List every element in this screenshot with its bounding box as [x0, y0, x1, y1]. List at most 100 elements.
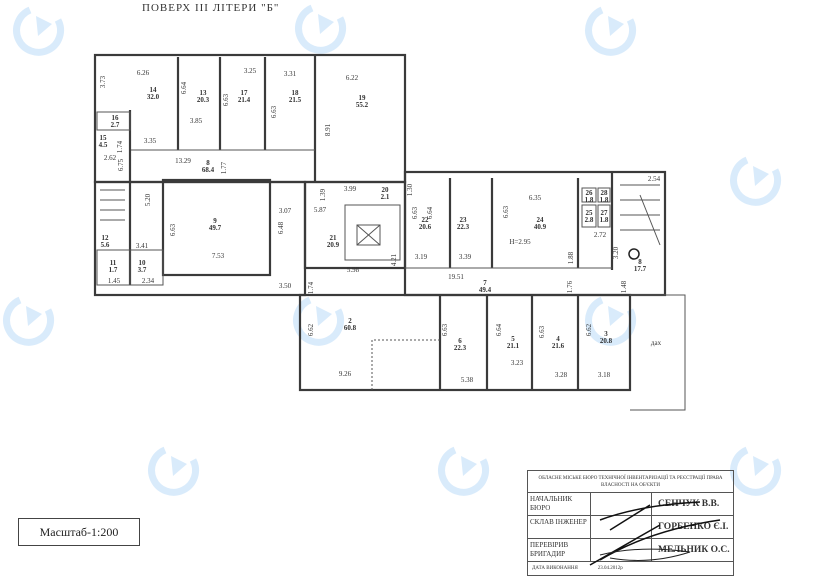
room-area: 1.7 — [109, 266, 118, 274]
room-area: 4.5 — [99, 141, 108, 149]
watermark-arrow-icon — [461, 456, 477, 476]
room-area: 2.7 — [111, 121, 120, 129]
room-number: 18 — [292, 89, 300, 97]
room-number: 8 — [206, 159, 210, 167]
dimension-label: 1.74 — [307, 281, 315, 294]
dimension-label: 5.87 — [314, 206, 327, 214]
dimension-label: 3.19 — [415, 253, 428, 261]
stamp-row: СКЛАВ ІНЖЕНЕР ГОРБЕНКО Є.І. — [528, 516, 733, 539]
dimension-label: 9.26 — [339, 370, 352, 378]
watermark-logo-icon — [585, 6, 637, 56]
watermark-logo-icon — [3, 296, 55, 346]
room-area: 21.6 — [552, 342, 565, 350]
room-area: 21.1 — [507, 342, 520, 350]
watermark-logo-icon — [295, 4, 347, 54]
dimension-label: 6.35 — [529, 194, 542, 202]
dimension-label: 3.85 — [190, 117, 203, 125]
room-number: 9 — [213, 217, 217, 225]
dimension-label: 3.18 — [598, 371, 611, 379]
room-area: 68.4 — [202, 166, 215, 174]
signature — [591, 493, 652, 515]
dimension-label: 2.72 — [594, 231, 607, 239]
room-number: 26 — [586, 189, 594, 197]
walls — [93, 53, 686, 411]
room-area: 22.3 — [457, 223, 470, 231]
room-number: 11 — [110, 259, 117, 267]
signature — [591, 516, 652, 538]
dimension-label: 4.21 — [390, 253, 398, 266]
dimension-label: 8.91 — [324, 123, 332, 136]
dimension-label: 5.20 — [144, 193, 152, 206]
dimension-label: 6.64 — [495, 323, 503, 336]
person-name: СЕНЧУК В.В. — [658, 499, 720, 509]
date-label: ДАТА ВИКОНАННЯ — [532, 566, 578, 571]
room-area: 1.8 — [600, 216, 609, 224]
dimension-label: 1.77 — [220, 161, 228, 174]
room-area: 2.1 — [381, 193, 390, 201]
dimension-label: 6.26 — [137, 69, 150, 77]
watermark-arrow-icon — [608, 306, 624, 326]
dimension-label: 5.38 — [461, 376, 474, 384]
room-number: 22 — [422, 216, 430, 224]
dimension-label: 13.29 — [175, 157, 191, 165]
room-number: 23 — [460, 216, 468, 224]
watermarks — [3, 4, 782, 496]
watermark-arrow-icon — [318, 14, 334, 34]
dimension-label: 1.45 — [108, 277, 121, 285]
room-area: 20.3 — [197, 96, 210, 104]
dimension-label: 3.41 — [136, 242, 149, 250]
dimension-label: 1.48 — [620, 280, 628, 293]
room-number: 13 — [200, 89, 208, 97]
room-area: 3.7 — [138, 266, 147, 274]
watermark-logo-icon — [148, 446, 200, 496]
dimension-label: 2.62 — [104, 154, 117, 162]
stamp-header: ОБЛАСНЕ МІСЬКЕ БЮРО ТЕХНІЧНОЇ ІНВЕНТАРИЗ… — [528, 471, 733, 493]
watermark-arrow-icon — [36, 16, 52, 36]
dimension-label: 6.64 — [180, 81, 188, 94]
room-area: 1.8 — [600, 196, 609, 204]
room-number: 25 — [586, 209, 594, 217]
dimension-label: 6.63 — [441, 323, 449, 336]
room-number: 6 — [458, 337, 462, 345]
room-number: 21 — [330, 234, 338, 242]
room-number: 20 — [382, 186, 390, 194]
dimension-label: 3.28 — [555, 371, 568, 379]
stamp-row: НАЧАЛЬНИК БЮРО СЕНЧУК В.В. — [528, 493, 733, 516]
room-number: 19 — [359, 94, 367, 102]
room-area: 60.8 — [344, 324, 357, 332]
room-number: 12 — [102, 234, 110, 242]
dimension-label: 6.63 — [538, 325, 546, 338]
room-area: 21.4 — [238, 96, 251, 104]
dimension-label: 6.62 — [307, 323, 315, 336]
watermark-logo-icon — [438, 446, 490, 496]
dimension-label: 1.74 — [116, 140, 124, 153]
room-number: 16 — [112, 114, 120, 122]
signature — [591, 539, 652, 561]
roof-label: дах — [651, 339, 662, 347]
role-label: НАЧАЛЬНИК БЮРО — [528, 493, 591, 515]
watermark-arrow-icon — [171, 456, 187, 476]
dimension-label: 6.63 — [222, 93, 230, 106]
person-name: ГОРБЕНКО Є.І. — [658, 522, 729, 532]
room-number: 10 — [139, 259, 147, 267]
room-area: 22.3 — [454, 344, 467, 352]
dimension-label: 1.39 — [319, 188, 327, 201]
dimension-label: 5.98 — [347, 266, 360, 274]
room-area: 21.5 — [289, 96, 302, 104]
watermark-arrow-icon — [316, 306, 332, 326]
dimension-label: 2.54 — [648, 175, 661, 183]
dimension-label: 6.75 — [117, 158, 125, 171]
room-number: 17 — [241, 89, 249, 97]
title-block-stamp: ОБЛАСНЕ МІСЬКЕ БЮРО ТЕХНІЧНОЇ ІНВЕНТАРИЗ… — [527, 470, 734, 576]
dimension-label: 3.23 — [511, 359, 524, 367]
dimension-label: 3.99 — [344, 185, 357, 193]
room-number: 3 — [604, 330, 608, 338]
room-area: 20.6 — [419, 223, 432, 231]
dimension-label: 3.39 — [459, 253, 472, 261]
stamp-row: ПЕРЕВІРИВ БРИГАДИР МЕЛЬНИК О.С. — [528, 539, 733, 562]
dimension-label: 6.62 — [585, 323, 593, 336]
dimension-label: 3.25 — [244, 67, 257, 75]
dimension-label: 3.31 — [284, 70, 297, 78]
dimension-label: 6.64 — [426, 206, 434, 219]
